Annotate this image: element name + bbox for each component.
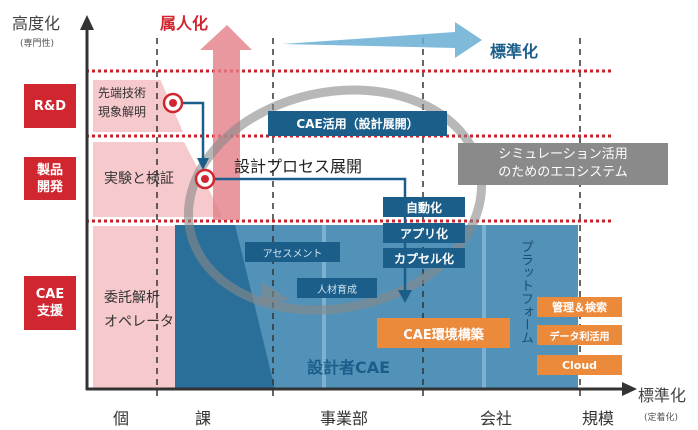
x-axis-label: 標準化 xyxy=(638,386,687,405)
flow-arrow xyxy=(197,158,209,170)
target-icon xyxy=(162,92,184,114)
x-tick-section: 課 xyxy=(195,409,212,428)
support-text: 委託解析 オペレータ xyxy=(104,290,174,330)
flow-arrow xyxy=(398,290,412,303)
x-tick-individual: 個 xyxy=(113,409,130,428)
cloud-box: Cloud xyxy=(537,355,622,375)
cycle-arrowhead xyxy=(262,282,290,304)
level-support: CAE 支援 xyxy=(24,276,76,330)
standard-arrow xyxy=(282,22,482,58)
x-axis-sublabel: (定着化) xyxy=(644,413,679,423)
training-box: 人材育成 xyxy=(297,278,377,298)
x-tick-company: 会社 xyxy=(480,409,513,428)
level-rd: R&D xyxy=(24,84,76,128)
process-label: 設計プロセス展開 xyxy=(234,157,363,176)
rd-text: 先端技術 現象解明 xyxy=(98,86,147,119)
assessment-box: アセスメント xyxy=(245,242,340,262)
standard-label: 標準化 xyxy=(490,42,539,61)
manage-box: 管理＆検索 xyxy=(537,297,622,317)
cae-use-box: CAE活用（設計展開） xyxy=(268,111,447,136)
y-axis-label: 高度化 xyxy=(12,14,61,33)
platform-label: プラットフォーム xyxy=(518,240,533,344)
flow-line xyxy=(214,177,407,292)
x-tick-scale: 規模 xyxy=(582,409,615,428)
personal-label: 属人化 xyxy=(160,14,209,33)
personal-arrow xyxy=(200,25,252,220)
app-box: アプリ化 xyxy=(383,223,465,243)
automation-box: 自動化 xyxy=(383,197,465,217)
region-stripe xyxy=(482,225,486,389)
x-axis-arrow xyxy=(622,382,637,396)
capsule-box: カプセル化 xyxy=(383,248,465,268)
level-dev: 製品 開発 xyxy=(24,157,76,200)
target-icon xyxy=(194,168,216,190)
y-axis-sublabel: (専門性) xyxy=(20,39,55,49)
flow-line xyxy=(182,101,205,160)
y-axis-arrow xyxy=(80,15,94,30)
ecosystem-box: シミュレーション活用 のためのエコシステム xyxy=(458,143,668,185)
designer-cae-label: 設計者CAE xyxy=(307,358,391,377)
env-box: CAE環境構築 xyxy=(377,318,510,348)
data-box: データ利活用 xyxy=(537,325,622,345)
dev-text: 実験と検証 xyxy=(104,171,174,187)
x-tick-division: 事業部 xyxy=(320,409,369,428)
